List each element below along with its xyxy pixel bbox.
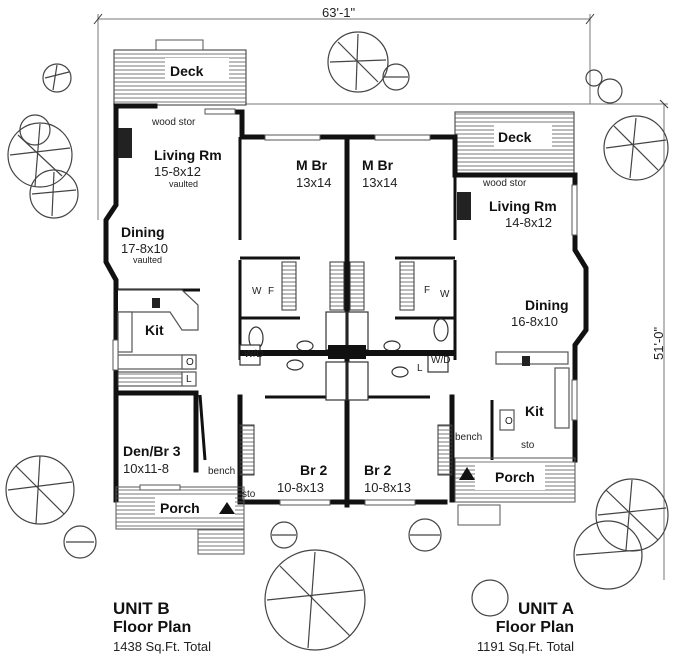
unit-b-porch-label: Porch [160,500,200,516]
closets [117,261,453,476]
unit-b-dining-size: 17-8x10 [121,241,168,256]
unit-b-deck-label: Deck [170,63,204,79]
fireplace-icon [118,128,471,220]
unit-b-wd-label: W/D [244,349,264,360]
unit-b-subtitle: Floor Plan [113,619,192,636]
unit-b-deck [113,39,247,106]
tree-icon [595,478,669,552]
kitchen-counters [117,289,570,431]
tree-icon [270,521,298,549]
tree-icon [471,579,509,617]
unit-a-kitchen-label: Kit [525,403,544,419]
unit-a-laundry-label: L [417,363,423,374]
unit-b-oven-label: O [186,357,194,368]
unit-b-den-size: 10x11-8 [123,461,170,476]
unit-a-master-bedroom-label: M Br [362,157,394,173]
unit-a-area: 1191 Sq.Ft. Total [476,639,574,654]
overall-depth-dimension: 51'-0" [651,326,666,360]
tree-icon [264,549,366,651]
tree-icon [382,63,410,91]
unit-a-sto-label: sto [521,440,535,451]
unit-b-wood-stor-label: wood stor [152,117,196,128]
tree-icon [597,78,623,104]
tree-icon [42,63,72,93]
unit-a-bench-label: bench [455,432,483,443]
tree-icon [603,115,669,181]
unit-b-dining-note: vaulted [133,255,163,265]
unit-b-bench-label: bench [208,466,236,477]
tree-icon [29,169,79,219]
unit-a-br2-size: 10-8x13 [364,480,411,495]
unit-a-wd-label: W/D [431,355,451,366]
unit-a-living-room-size: 14-8x12 [505,215,552,230]
unit-b-range-icon [152,298,160,308]
unit-b-master-bedroom-label: M Br [296,157,328,173]
unit-b-kitchen-label: Kit [145,322,164,338]
unit-a-furnace-label: F [424,285,431,296]
unit-a-br2-label: Br 2 [364,462,392,478]
unit-a-porch [454,457,576,526]
entry-triangle-icon [219,502,235,514]
unit-b-living-room-size: 15-8x12 [154,164,201,179]
windows [112,108,578,506]
tree-icon [408,518,442,552]
unit-a-dining-label: Dining [525,297,569,313]
unit-b-sto-label: sto [242,489,256,500]
unit-b-area: 1438 Sq.Ft. Total [113,639,212,654]
unit-a-range-icon [522,356,530,366]
unit-a-subtitle: Floor Plan [495,619,574,636]
unit-a-deck [454,111,575,175]
tree-icon [327,31,389,93]
tree-icon [63,525,97,559]
unit-b-porch [115,486,245,555]
unit-a-oven-label: O [505,416,513,427]
unit-b-master-bedroom-size: 13x14 [296,175,332,190]
bathrooms [239,311,449,401]
landscape-trees [5,31,669,651]
unit-b-furnace-label: F [268,286,275,297]
unit-a-dining-size: 16-8x10 [511,314,558,329]
tree-icon [19,114,51,146]
unit-b-br2-label: Br 2 [300,462,328,478]
tree-icon [573,520,643,590]
unit-a-deck-label: Deck [498,129,532,145]
bath-core-wall [240,345,455,359]
unit-a-master-bedroom-size: 13x14 [362,175,398,190]
unit-a-washer-label: W [440,289,450,300]
unit-b-living-room-note: vaulted [169,179,199,189]
unit-b-title: UNIT B [113,599,170,618]
unit-a-porch-label: Porch [495,469,535,485]
entry-triangle-icon [459,467,475,480]
unit-b-washer-label: W [252,286,262,297]
unit-a-title: UNIT A [517,599,574,618]
unit-b-laundry-label: L [186,374,192,385]
dimension-lines [93,13,669,580]
tree-icon [5,455,75,525]
tree-icon [585,69,603,87]
unit-a-wood-stor-label: wood stor [483,178,527,189]
unit-b-br2-size: 10-8x13 [277,480,324,495]
unit-b-living-room-label: Living Rm [154,147,222,163]
tree-icon [7,122,73,188]
unit-b-den-label: Den/Br 3 [123,443,181,459]
unit-b-dining-label: Dining [121,224,165,240]
unit-a-living-room-label: Living Rm [489,198,557,214]
overall-width-dimension: 63'-1" [322,5,356,20]
